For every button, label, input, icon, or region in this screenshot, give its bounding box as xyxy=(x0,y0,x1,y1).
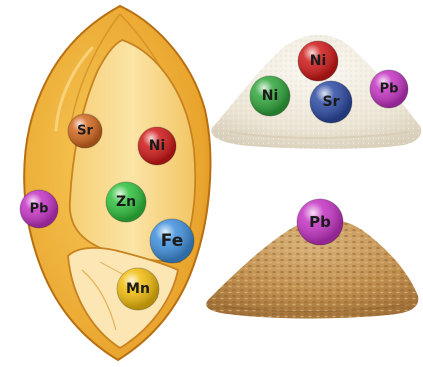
element-label: Pb xyxy=(309,213,331,231)
element-label: Mn xyxy=(126,281,150,297)
element-ball-flour-pb: Pb xyxy=(369,69,409,109)
element-ball-grain-mn: Mn xyxy=(116,267,160,311)
element-ball-flour-sr: Sr xyxy=(309,80,353,124)
element-label: Pb xyxy=(30,202,49,217)
element-label: Ni xyxy=(262,88,279,104)
element-label: Sr xyxy=(323,94,340,110)
element-markers: Sr Ni Zn Pb Fe Mn xyxy=(19,40,409,311)
element-ball-grain-sr: Sr xyxy=(67,113,103,149)
element-ball-grain-fe: Fe xyxy=(149,218,195,264)
element-label: Ni xyxy=(149,138,166,154)
element-ball-grain-pb: Pb xyxy=(19,189,59,229)
element-ball-bran-pb: Pb xyxy=(296,198,344,246)
element-label: Sr xyxy=(77,124,93,139)
element-label: Pb xyxy=(380,82,399,97)
element-label: Fe xyxy=(161,231,183,251)
element-label: Ni xyxy=(310,53,327,69)
grain-illustration xyxy=(23,4,212,362)
element-ball-flour-ni-red: Ni xyxy=(297,40,339,82)
element-ball-grain-ni: Ni xyxy=(137,126,177,166)
bran-pile-illustration xyxy=(206,219,419,319)
element-ball-flour-ni-green: Ni xyxy=(249,75,291,117)
element-label: Zn xyxy=(116,194,136,210)
element-ball-grain-zn: Zn xyxy=(105,181,147,223)
